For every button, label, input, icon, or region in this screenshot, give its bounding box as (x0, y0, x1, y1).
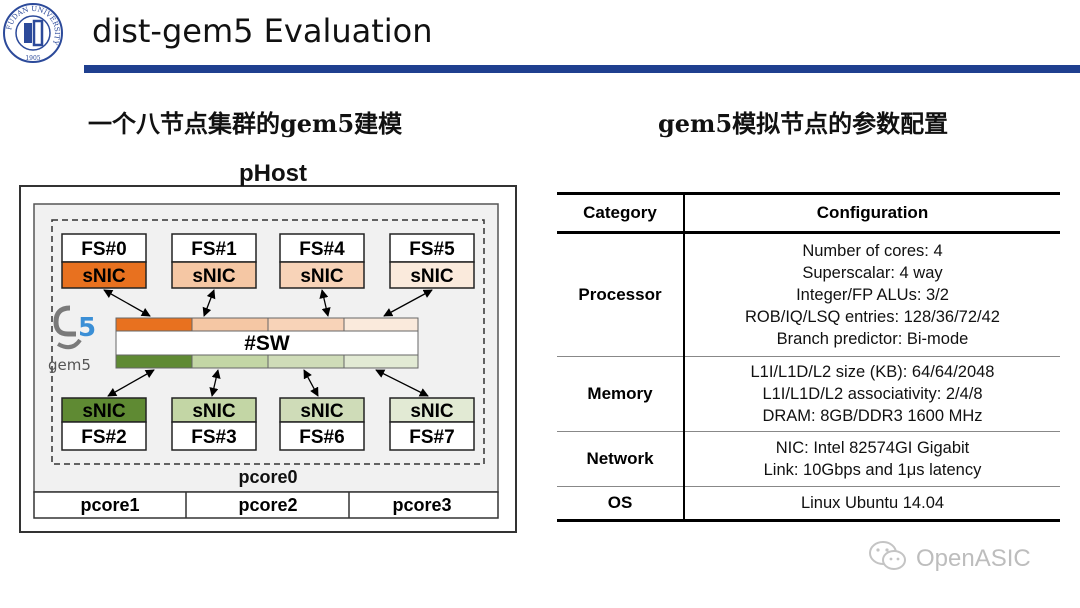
snic-box (279, 397, 365, 423)
watermark: OpenASIC (868, 540, 1031, 578)
table-row: Processor Number of cores: 4 Superscalar… (557, 232, 1060, 357)
header-configuration: Configuration (684, 192, 1060, 234)
config-line: ROB/IQ/LSQ entries: 128/36/72/42 (745, 308, 1000, 326)
link-arrow (303, 369, 319, 397)
switch: #SW (115, 317, 419, 369)
category-cell: Processor (557, 232, 685, 357)
pcore0-label: pcore0 (238, 467, 297, 487)
fs-label: FS#7 (409, 427, 454, 448)
config-line: DRAM: 8GB/DDR3 1600 MHz (762, 407, 983, 425)
config-line: Number of cores: 4 (802, 242, 943, 260)
snic-box (171, 261, 257, 289)
university-logo: FUDAN UNIVERSITY 1905 (2, 2, 64, 64)
fs-label: FS#6 (299, 427, 344, 448)
slide-title: dist-gem5 Evaluation (92, 12, 433, 50)
snic-label: sNIC (300, 401, 344, 422)
bottom-node-0: sNIC FS#2 (61, 397, 147, 451)
link-arrow (319, 289, 331, 317)
config-line: Link: 10Gbps and 1μs latency (763, 461, 982, 479)
left-subtitle: 一个八节点集群的gem5建模 (88, 109, 403, 138)
category-cell: Memory (557, 356, 685, 432)
snic-label: sNIC (82, 401, 126, 422)
top-node-2: FS#4 sNIC (279, 233, 365, 289)
bottom-node-1: sNIC FS#3 (171, 397, 257, 451)
pcore-row (33, 491, 499, 519)
table-header-row: Category Configuration (557, 192, 1060, 234)
top-node-0: FS#0 sNIC (61, 233, 147, 289)
snic-box (389, 261, 475, 289)
config-line: Superscalar: 4 way (802, 264, 943, 282)
snic-label: sNIC (82, 266, 126, 287)
snic-box (279, 261, 365, 289)
link-arrow (103, 289, 151, 317)
top-node-1: FS#1 sNIC (171, 233, 257, 289)
fs-label: FS#3 (191, 427, 236, 448)
table-row: Memory L1I/L1D/L2 size (KB): 64/64/2048 … (557, 356, 1060, 432)
svg-text:5: 5 (78, 313, 96, 343)
pcore1-label: pcore1 (80, 495, 139, 515)
config-line: L1I/L1D/L2 associativity: 2/4/8 (762, 385, 983, 403)
snic-label: sNIC (410, 266, 454, 287)
wechat-icon (868, 539, 908, 580)
svg-text:gem5: gem5 (48, 356, 91, 374)
link-arrow (209, 369, 221, 397)
config-line: NIC: Intel 82574GI Gigabit (775, 439, 970, 457)
snic-box (61, 261, 147, 289)
table-row: OS Linux Ubuntu 14.04 (557, 486, 1060, 522)
fs-label: FS#1 (191, 239, 237, 260)
config-line: Linux Ubuntu 14.04 (800, 494, 945, 512)
config-line: Branch predictor: Bi-mode (776, 330, 969, 348)
watermark-text: OpenASIC (916, 545, 1031, 572)
fs-label: FS#4 (299, 239, 345, 260)
cluster-diagram: pHost pcore0 pcore1 pcore2 pcore3 5 gem5… (18, 158, 518, 534)
snic-box (61, 397, 147, 423)
link-arrow (107, 369, 155, 397)
top-node-3: FS#5 sNIC (389, 233, 475, 289)
fs-label: FS#2 (81, 427, 126, 448)
snic-label: sNIC (192, 401, 236, 422)
bottom-node-2: sNIC FS#6 (279, 397, 365, 451)
right-subtitle: gem5模拟节点的参数配置 (658, 109, 949, 138)
snic-label: sNIC (300, 266, 344, 287)
fs-label: FS#0 (81, 239, 126, 260)
pcore2-label: pcore2 (238, 495, 297, 515)
bottom-node-3: sNIC FS#7 (389, 397, 475, 451)
pcore3-label: pcore3 (392, 495, 451, 515)
header-category: Category (557, 192, 685, 234)
gem5-logo: 5 gem5 (48, 305, 96, 374)
snic-label: sNIC (410, 401, 454, 422)
snic-label: sNIC (192, 266, 236, 287)
config-line: L1I/L1D/L2 size (KB): 64/64/2048 (750, 363, 995, 381)
header-bar (84, 65, 1080, 73)
svg-text:1905: 1905 (25, 55, 40, 62)
config-line: Integer/FP ALUs: 3/2 (796, 286, 949, 304)
switch-label: #SW (244, 332, 290, 355)
config-cell: Number of cores: 4 Superscalar: 4 way In… (684, 232, 1060, 357)
link-arrow (375, 369, 429, 397)
category-cell: Network (557, 431, 685, 487)
link-arrow (383, 289, 433, 317)
config-cell: L1I/L1D/L2 size (KB): 64/64/2048 L1I/L1D… (684, 356, 1060, 432)
config-cell: Linux Ubuntu 14.04 (684, 486, 1060, 522)
config-table: Category Configuration Processor Number … (557, 192, 1060, 522)
pcore0-dashed-box (51, 219, 485, 465)
table-row: Network NIC: Intel 82574GI Gigabit Link:… (557, 431, 1060, 487)
snic-box (171, 397, 257, 423)
link-arrow (202, 289, 216, 317)
category-cell: OS (557, 486, 685, 522)
fs-label: FS#5 (409, 239, 455, 260)
phost-label: pHost (239, 160, 307, 187)
config-cell: NIC: Intel 82574GI Gigabit Link: 10Gbps … (684, 431, 1060, 487)
